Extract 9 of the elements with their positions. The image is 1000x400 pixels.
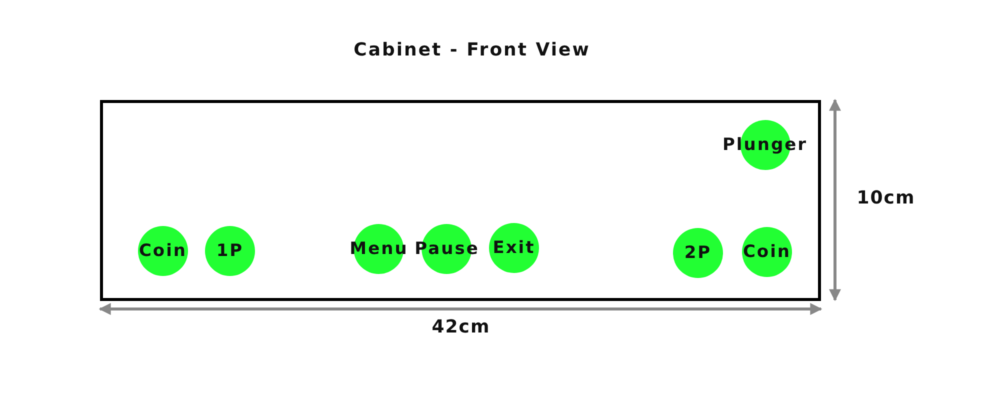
cabinet-outline — [100, 100, 821, 301]
round-button: Coin — [138, 226, 188, 276]
round-button: 2P — [673, 228, 723, 278]
dimension-label: 10cm — [856, 188, 916, 208]
round-button: Coin — [742, 227, 792, 277]
dimension-label: 42cm — [432, 316, 490, 338]
diagram-title: Cabinet - Front View — [354, 40, 590, 60]
round-button: 1P — [205, 226, 255, 276]
round-button: Exit — [489, 223, 539, 273]
